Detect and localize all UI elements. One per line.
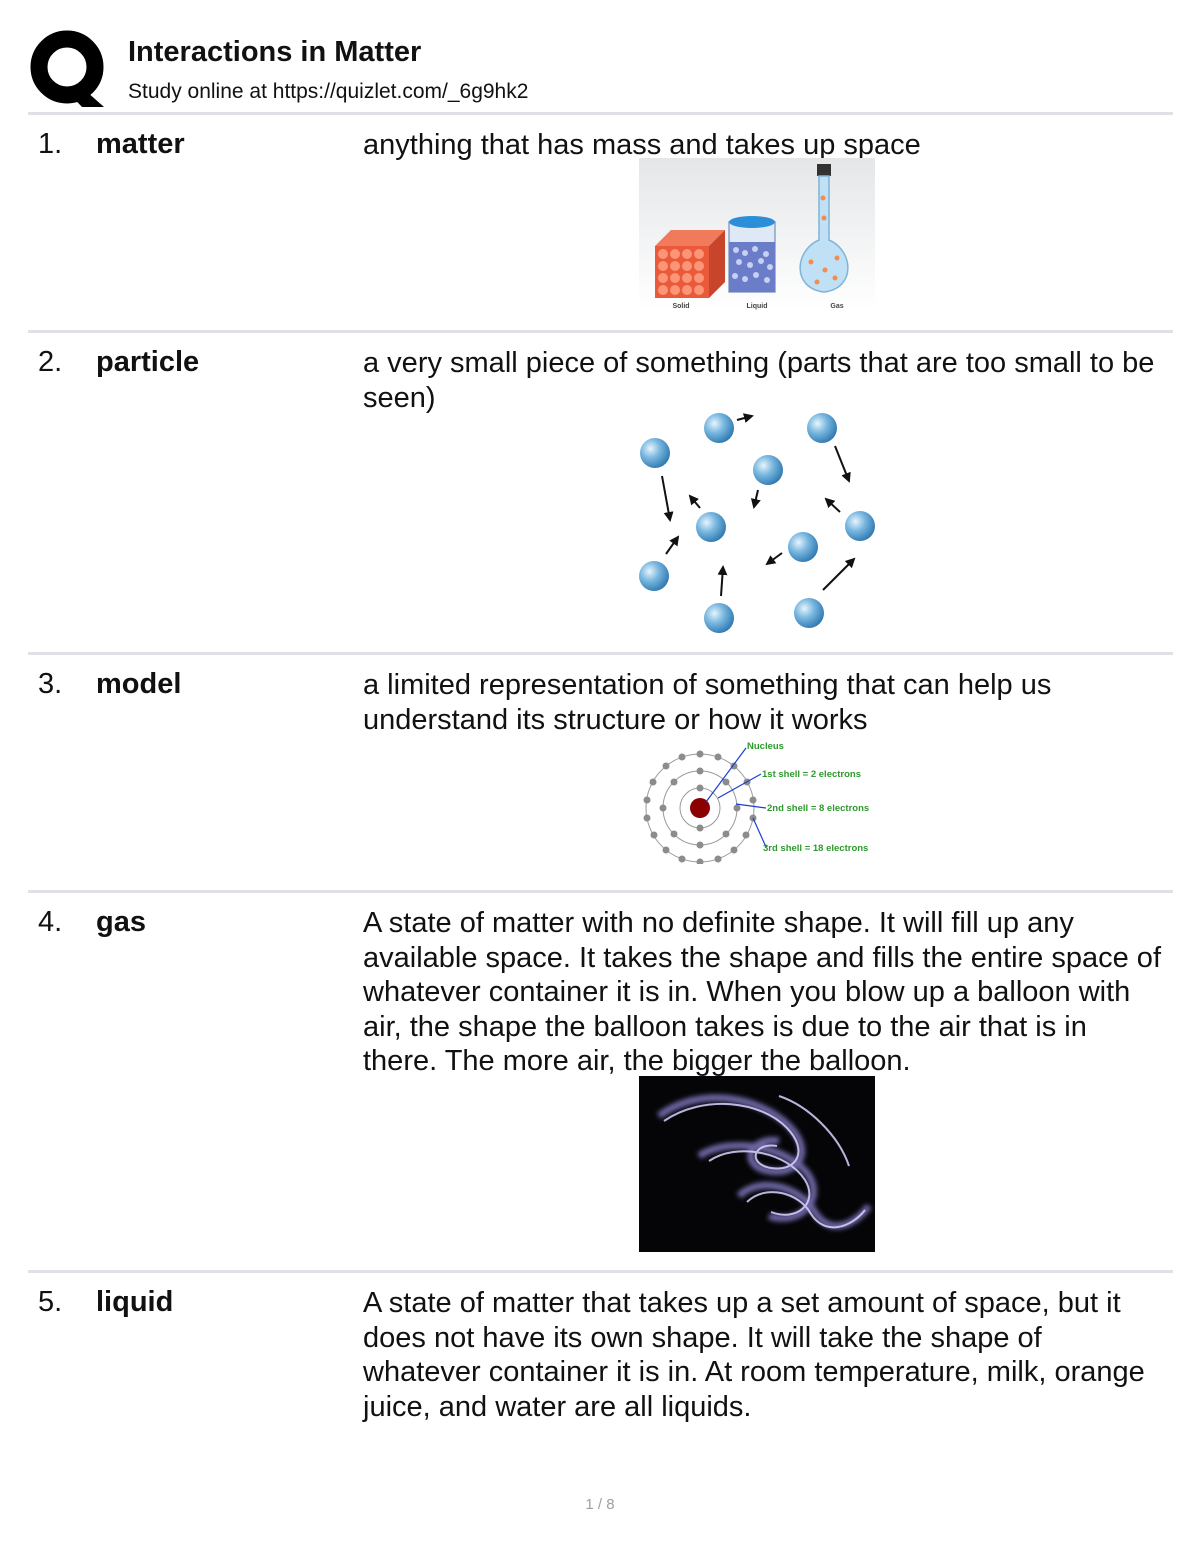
card-number: 2. bbox=[38, 346, 63, 378]
card-number: 1. bbox=[38, 128, 63, 160]
card-definition: A state of matter that takes up a set am… bbox=[363, 1287, 1145, 1423]
gas-label: Gas bbox=[830, 303, 843, 310]
shell-1-label: 1st shell = 2 electrons bbox=[762, 769, 861, 780]
gas-flask-icon bbox=[799, 164, 849, 293]
divider bbox=[28, 112, 1173, 115]
solid-label: Solid bbox=[672, 303, 689, 310]
card-term: matter bbox=[96, 128, 185, 160]
card-definition: A state of matter with no definite shape… bbox=[363, 907, 1161, 1077]
nucleus-label: Nucleus bbox=[747, 741, 784, 752]
smoke-image bbox=[639, 1076, 875, 1252]
moving-particles-image bbox=[639, 413, 875, 633]
divider bbox=[28, 890, 1173, 893]
card-number: 4. bbox=[38, 906, 63, 938]
divider bbox=[28, 1270, 1173, 1273]
card-definition: a very small piece of something (parts t… bbox=[363, 347, 1155, 414]
card-term: model bbox=[96, 668, 182, 700]
card-term: particle bbox=[96, 346, 200, 378]
nucleus-icon bbox=[690, 798, 710, 818]
shell-3-label: 3rd shell = 18 electrons bbox=[763, 843, 868, 854]
particle-icon bbox=[639, 413, 875, 633]
page-header: Interactions in Matter Study online at h… bbox=[30, 28, 1180, 108]
card-term: gas bbox=[96, 906, 146, 938]
solid-cube-icon bbox=[655, 230, 725, 298]
card-number: 3. bbox=[38, 668, 63, 700]
liquid-beaker-icon bbox=[728, 216, 776, 293]
divider bbox=[28, 652, 1173, 655]
states-of-matter-image: Solid Liquid Gas bbox=[639, 158, 875, 310]
page-number: 1 / 8 bbox=[585, 1496, 615, 1513]
atom-model-image: Nucleus 1st shell = 2 electrons 2nd shel… bbox=[643, 741, 869, 864]
shell-2-label: 2nd shell = 8 electrons bbox=[767, 803, 869, 814]
card-definition: anything that has mass and takes up spac… bbox=[363, 129, 921, 161]
liquid-label: Liquid bbox=[747, 303, 768, 310]
divider bbox=[28, 330, 1173, 333]
page-title: Interactions in Matter bbox=[128, 36, 422, 68]
card-number: 5. bbox=[38, 1286, 63, 1318]
card-definition: a limited representation of something th… bbox=[363, 669, 1052, 736]
quizlet-logo-icon bbox=[30, 30, 104, 107]
page-subtitle: Study online at https://quizlet.com/_6g9… bbox=[128, 80, 529, 103]
card-term: liquid bbox=[96, 1286, 174, 1318]
